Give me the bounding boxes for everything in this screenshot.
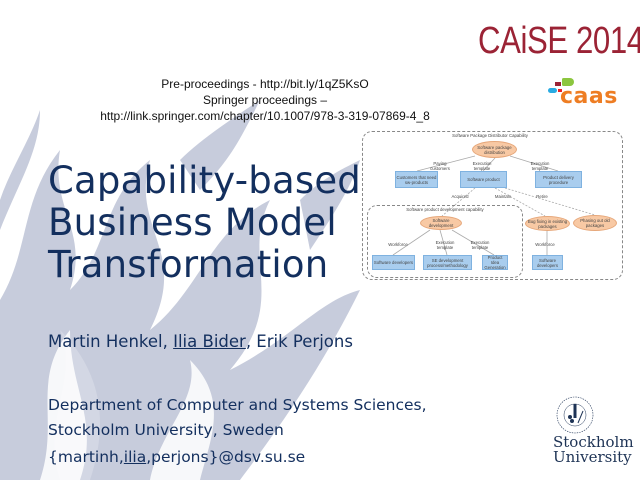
email-part: {martinh, — [48, 448, 124, 466]
stockholm-university-seal-icon — [556, 396, 594, 434]
edge-maintain: Maintain — [494, 194, 512, 199]
edge-workforce1: Workforce — [388, 242, 408, 247]
title-line-1: Capability-based — [48, 159, 361, 202]
edge-exec3: Execution template — [435, 240, 455, 250]
springer-label: Springer proceedings – — [202, 93, 328, 107]
node-customers: Customers that need sw-products — [395, 171, 438, 188]
caas-logo-icon — [548, 78, 578, 100]
diagram-connectors — [392, 155, 596, 256]
affiliation: Department of Computer and Systems Scien… — [48, 393, 427, 443]
caas-logo: caas — [560, 84, 618, 109]
edge-exec4: Execution template — [470, 240, 490, 250]
author-henkel: Martin Henkel, — [48, 332, 174, 351]
su-line-1: Stockholm — [553, 433, 634, 451]
edge-exec2: Execution template — [530, 161, 550, 171]
outer-capability-boundary — [362, 131, 623, 280]
edge-acquired: Acquired — [451, 194, 469, 199]
author-perjons: , Erik Perjons — [245, 332, 353, 351]
node-se: SE development process/methodology — [423, 255, 472, 270]
preproceedings-link[interactable]: Pre-proceedings - http://bit.ly/1qZ5KsO — [161, 77, 369, 91]
node-development: Software development — [420, 216, 462, 230]
node-phasing: Phasing out old packages — [573, 215, 617, 231]
node-devs1: Software developers — [372, 255, 415, 270]
affiliation-department: Department of Computer and Systems Scien… — [48, 396, 427, 414]
email-addresses: {martinh,ilia,perjons}@dsv.su.se — [48, 448, 305, 466]
email-part: ,perjons}@dsv.su.se — [146, 448, 306, 466]
page-title: Capability-based Business Model Transfor… — [48, 160, 361, 286]
email-part: ilia — [123, 448, 147, 466]
proceedings-links: Pre-proceedings - http://bit.ly/1qZ5KsO … — [60, 76, 470, 124]
edge-retire: Retire — [536, 194, 548, 199]
author-bider: Ilia Bider — [173, 332, 246, 351]
edge-workforce2: Workforce — [535, 242, 555, 247]
edge-exec1: Execution template — [472, 161, 492, 171]
authors: Martin Henkel, Ilia Bider, Erik Perjons — [48, 332, 353, 351]
node-devs2: Software developers — [532, 255, 563, 270]
node-delivery: Product delivery procedure — [535, 171, 582, 188]
node-distribution: Software package distribution — [472, 141, 517, 158]
springer-link[interactable]: http://link.springer.com/chapter/10.1007… — [100, 109, 430, 123]
node-bugfix: Bug fixing in existing packages — [525, 216, 570, 231]
capability-diagram: Software Package Distributor Capability … — [360, 128, 630, 283]
inner-capability-boundary — [367, 205, 523, 278]
inner-capability-title: Software product development capability — [406, 207, 484, 212]
affiliation-university: Stockholm University, Sweden — [48, 421, 284, 439]
edge-paying: Paying customers — [430, 161, 450, 171]
outer-capability-title: Software Package Distributor Capability — [452, 133, 528, 138]
su-line-2: University — [553, 448, 632, 466]
title-line-3: Transformation — [48, 243, 329, 286]
stockholm-university-logo: Stockholm University — [553, 435, 634, 465]
node-idea: Product Idea Generation — [482, 255, 508, 270]
caise-logo: CAiSE 2014 — [478, 20, 640, 62]
node-product: Software product — [460, 171, 507, 188]
title-line-2: Business Model — [48, 201, 337, 244]
